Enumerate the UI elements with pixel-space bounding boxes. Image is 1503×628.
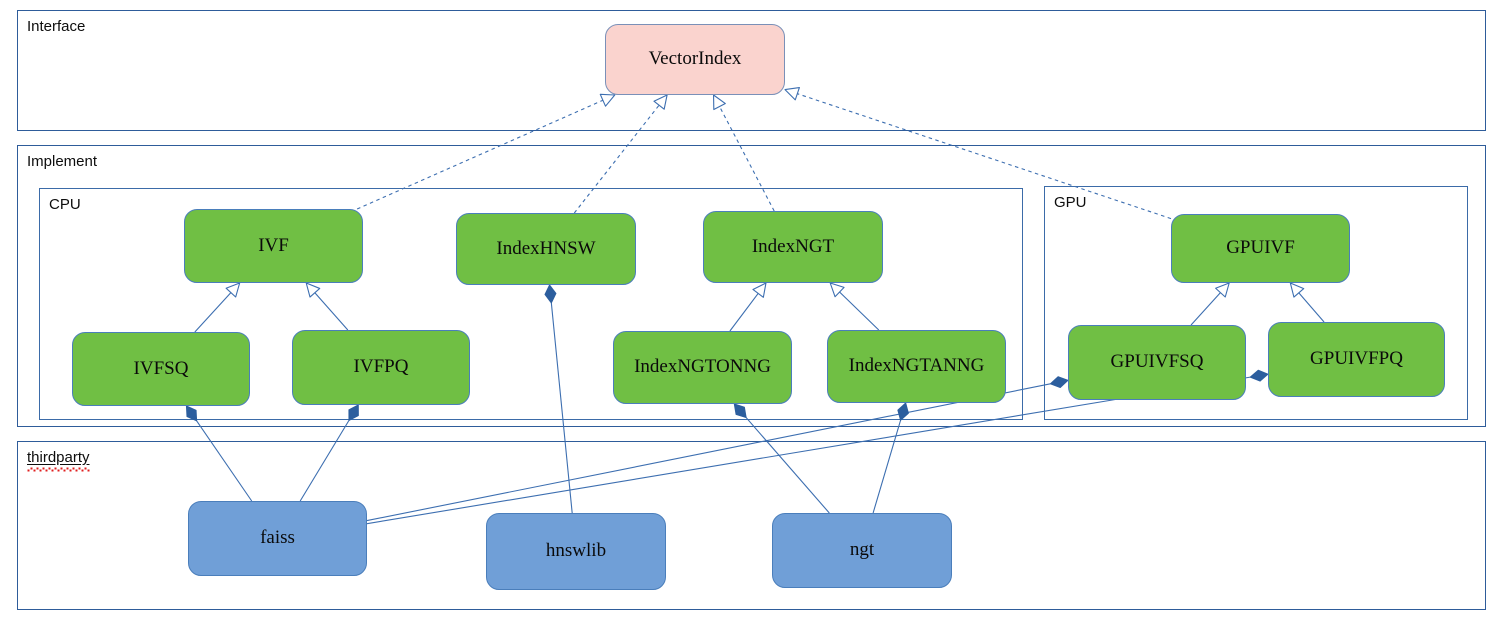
node-gpuivfpq[interactable]: GPUIVFPQ: [1268, 322, 1445, 397]
node-indexngt[interactable]: IndexNGT: [703, 211, 883, 283]
node-indexngtanng[interactable]: IndexNGTANNG: [827, 330, 1006, 403]
group-label-thirdparty: thirdparty: [27, 449, 90, 472]
group-label-interface: Interface: [27, 18, 86, 35]
node-vectorindex[interactable]: VectorIndex: [605, 24, 785, 95]
group-label-cpu: CPU: [49, 196, 81, 213]
node-indexhnsw[interactable]: IndexHNSW: [456, 213, 636, 285]
group-gpu: [1044, 186, 1468, 420]
node-faiss[interactable]: faiss: [188, 501, 367, 576]
node-indexngtonng[interactable]: IndexNGTONNG: [613, 331, 792, 404]
node-ivfpq[interactable]: IVFPQ: [292, 330, 470, 405]
group-label-gpu: GPU: [1054, 194, 1087, 211]
group-label-implement: Implement: [27, 153, 98, 170]
node-hnswlib[interactable]: hnswlib: [486, 513, 666, 590]
node-ngt[interactable]: ngt: [772, 513, 952, 588]
node-gpuivfsq[interactable]: GPUIVFSQ: [1068, 325, 1246, 400]
spellcheck-underline-icon: [27, 467, 90, 472]
node-gpuivf[interactable]: GPUIVF: [1171, 214, 1350, 283]
node-ivf[interactable]: IVF: [184, 209, 363, 283]
node-ivfsq[interactable]: IVFSQ: [72, 332, 250, 406]
